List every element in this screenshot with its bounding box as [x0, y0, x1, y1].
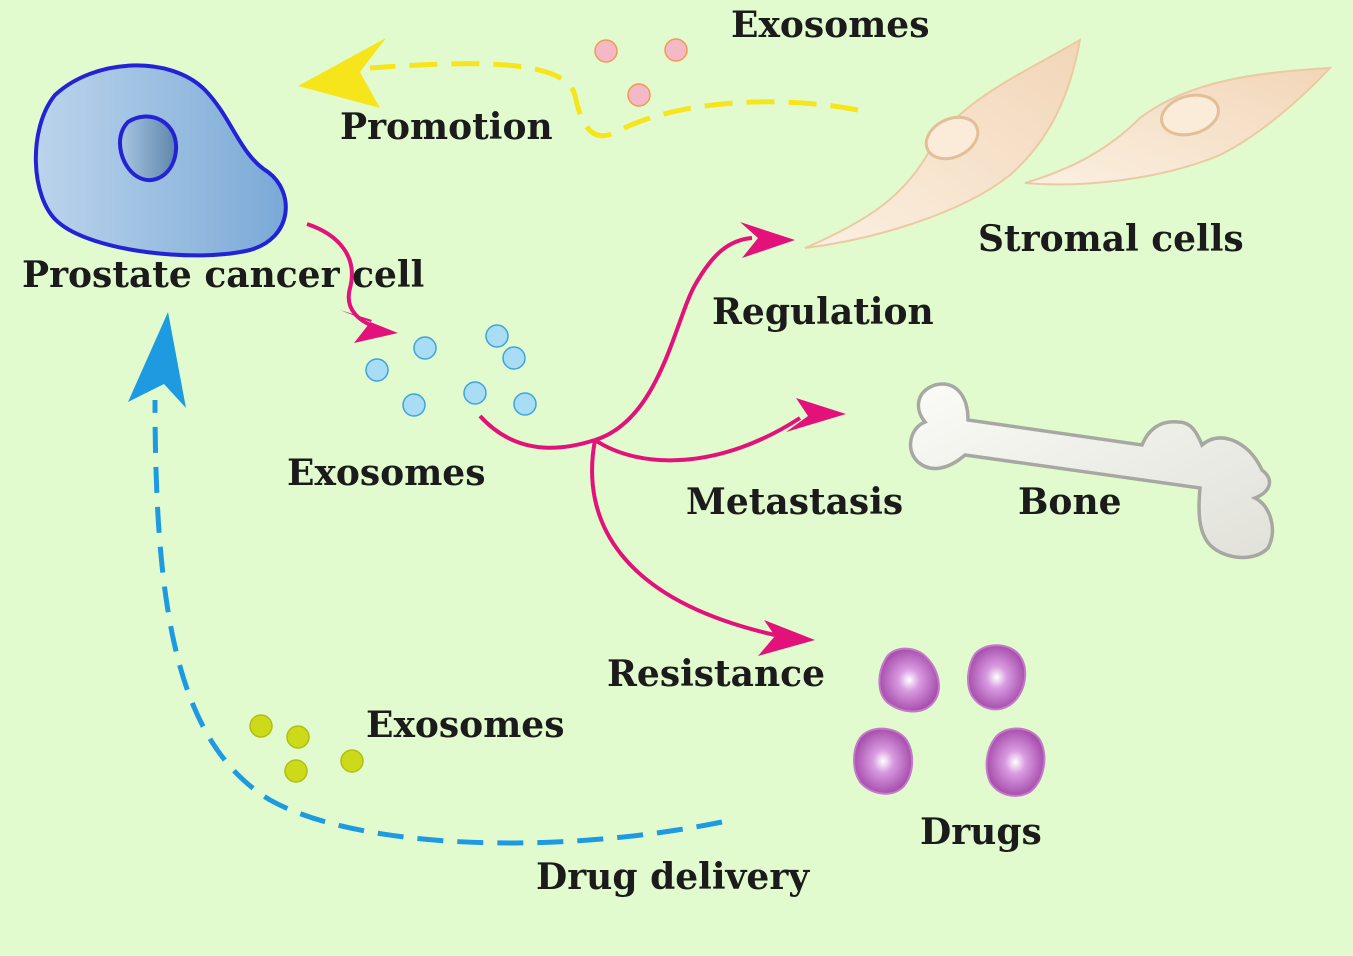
exosome [286, 725, 310, 749]
label-stromal-cells: Stromal cells [978, 218, 1244, 260]
resistance-arrowhead [758, 620, 815, 656]
label-metastasis: Metastasis [686, 481, 903, 523]
stromal-cells [804, 38, 1333, 249]
secretion-arrow [306, 222, 398, 343]
drug-particle [985, 727, 1046, 797]
promotion-arrowhead [298, 38, 386, 108]
exosome [284, 759, 308, 783]
label-drugs: Drugs [920, 811, 1042, 853]
drug-particle [878, 647, 940, 713]
branch-arrows [478, 222, 846, 656]
drug-particle [967, 644, 1027, 711]
drug-delivery-arrowhead [128, 312, 186, 408]
exosomes-pink [594, 38, 688, 107]
drug-delivery-arrow [128, 312, 723, 846]
stromal-nucleus [924, 115, 980, 161]
drug-particles [853, 644, 1046, 797]
label-promotion: Promotion [340, 106, 553, 148]
exosomes-yellow [249, 714, 364, 783]
drug-particle [853, 727, 914, 795]
exosome [340, 749, 364, 773]
label-regulation: Regulation [712, 291, 934, 333]
exosome [502, 346, 526, 370]
exosome [627, 83, 651, 107]
regulation-arrowhead [740, 222, 795, 258]
exosome [249, 714, 273, 738]
exosome [513, 392, 537, 416]
prostate-cancer-cell [33, 63, 288, 258]
resistance-branch [590, 439, 776, 637]
label-drug-delivery: Drug delivery [536, 856, 810, 898]
exosome [485, 324, 509, 348]
exosome [402, 393, 426, 417]
exosome [594, 39, 618, 63]
label-exosomes-middle: Exosomes [287, 452, 485, 494]
stromal-nucleus [1160, 93, 1220, 137]
label-exosomes-bottom: Exosomes [366, 704, 564, 746]
exosome [413, 336, 437, 360]
exosome [365, 358, 389, 382]
exosomes-blue [365, 324, 537, 417]
regulation-branch [594, 236, 753, 442]
metastasis-branch [593, 416, 802, 463]
exosome [463, 381, 487, 405]
bone-shape [908, 382, 1275, 560]
promotion-arrow [298, 38, 859, 139]
label-bone: Bone [1018, 481, 1122, 523]
label-resistance: Resistance [607, 653, 825, 695]
secretion-arrowhead [340, 310, 398, 343]
label-prostate-cancer-cell: Prostate cancer cell [22, 254, 424, 296]
label-exosomes-top: Exosomes [731, 4, 929, 46]
metastasis-arrowhead [786, 398, 846, 432]
exosome [664, 38, 688, 62]
nucleus [118, 114, 179, 182]
